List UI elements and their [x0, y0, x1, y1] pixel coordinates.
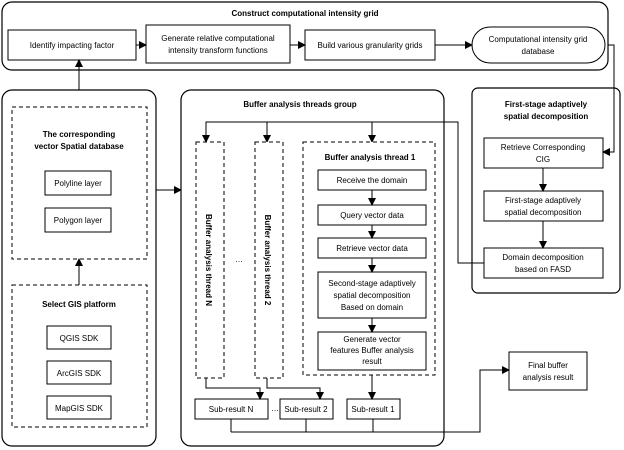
arrow-thread-2-to-subresult [266, 378, 324, 400]
qgis-sdk-label: QGIS SDK [60, 334, 99, 343]
retrieve-vector-label: Retrieve vector data [336, 244, 408, 253]
generate-functions-box [145, 24, 291, 64]
arrow-database-to-retrieve [602, 44, 615, 156]
generate-result-label-2: features Buffer analysis [330, 346, 413, 355]
polygon-layer-label: Polygon layer [54, 216, 103, 225]
first-stage-title-2: spatial decomposition [504, 112, 589, 121]
cig-database-label-2: database [522, 47, 555, 56]
arrow-thread-n-to-subresult [205, 378, 264, 400]
second-stage-box [317, 271, 427, 319]
polyline-layer-box [44, 170, 112, 196]
polyline-layer-label: Polyline layer [54, 179, 102, 188]
build-grids-label: Build various granularity grids [318, 41, 423, 50]
generate-functions-label-2: intensity transform functions [168, 46, 268, 55]
arcgis-sdk-box [46, 360, 112, 385]
threads-ellipsis: … [235, 255, 243, 264]
receive-domain-label: Receive the domain [337, 176, 408, 185]
second-stage-label-1: Second-stage adaptively [328, 279, 416, 288]
retrieve-cig-label-2: CIG [536, 155, 550, 164]
subresults-ellipsis: … [271, 404, 279, 413]
vector-database-title-1: The corresponding [43, 130, 116, 139]
query-vector-label: Query vector data [340, 211, 404, 220]
generate-result-label-3: result [362, 357, 382, 366]
first-stage-step-box [483, 190, 604, 222]
buffer-threads-title: Buffer analysis threads group [243, 100, 356, 109]
polygon-layer-box [44, 207, 112, 233]
identify-factor-box [7, 29, 137, 61]
vector-database-title-2: vector Spatial database [34, 142, 124, 151]
subresult-n-label: Sub-result N [209, 405, 254, 414]
first-stage-step-label-2: spatial decomposition [505, 208, 582, 217]
gis-platform-title: Select GIS platform [42, 300, 116, 309]
final-result-box [508, 351, 588, 391]
generate-result-label-1: Generate vector [343, 335, 401, 344]
identify-factor-label: Identify impacting factor [30, 41, 115, 50]
first-stage-step-label-1: First-stage adaptively [505, 196, 581, 205]
cig-construction-title: Construct computational intensity grid [231, 9, 378, 18]
subresult-2-label: Sub-result 2 [284, 405, 328, 414]
generate-result-box [317, 331, 427, 371]
final-result-label-1: Final buffer [528, 361, 568, 370]
second-stage-label-3: Based on domain [341, 303, 403, 312]
mapgis-sdk-box [46, 395, 112, 420]
domain-decomposition-box [483, 247, 604, 279]
qgis-sdk-box [46, 325, 112, 350]
second-stage-label-2: spatial decomposition [334, 291, 411, 300]
subresult-1-label: Sub-result 1 [351, 405, 395, 414]
arrow-collect-to-final [231, 366, 510, 433]
build-grids-box [304, 29, 436, 61]
thread-2-label: Buffer analysis thread 2 [263, 215, 272, 306]
thread-n-box [195, 141, 225, 379]
thread-2-box [254, 141, 284, 379]
domain-decomposition-label-2: based on FASD [515, 265, 571, 274]
final-result-label-2: analysis result [523, 373, 574, 382]
generate-functions-label-1: Generate relative computational [161, 34, 275, 43]
domain-decomposition-label-1: Domain decomposition [502, 253, 583, 262]
cig-database-label-1: Computational intensity grid [489, 35, 588, 44]
cig-database-box [471, 26, 606, 64]
thread-n-label: Buffer analysis thread N [204, 214, 213, 306]
first-stage-title-1: First-stage adaptively [505, 100, 588, 109]
arcgis-sdk-label: ArcGIS SDK [57, 369, 102, 378]
arrow-domain-to-threads [457, 122, 484, 264]
retrieve-cig-label-1: Retrieve Corresponding [501, 143, 586, 152]
mapgis-sdk-label: MapGIS SDK [55, 404, 104, 413]
thread-1-title: Buffer analysis thread 1 [325, 153, 416, 162]
